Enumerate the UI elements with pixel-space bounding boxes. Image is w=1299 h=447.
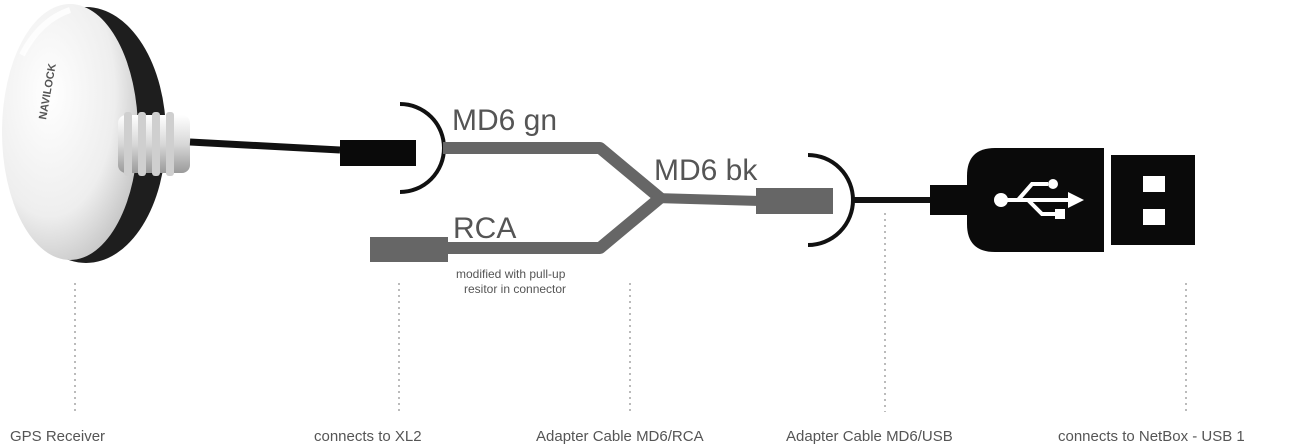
usb-symbol-icon <box>994 179 1084 219</box>
rca-label: RCA <box>453 212 516 245</box>
rca-cable <box>448 193 664 254</box>
rca-note-line2: resitor in connector <box>464 282 566 296</box>
md6-bk-label: MD6 bk <box>654 154 758 187</box>
label-gps-receiver: GPS Receiver <box>10 428 105 445</box>
label-connects-xl2: connects to XL2 <box>314 428 422 445</box>
rca-plug <box>370 237 448 262</box>
usb-tip-hole-top <box>1143 176 1165 192</box>
adapter-md6-rca: MD6 gn MD6 bk RCA modified with pull-up … <box>370 102 833 296</box>
adapter-md6-usb <box>807 148 1195 252</box>
usb-plug-tip <box>1111 155 1195 245</box>
receiver-thread <box>118 112 190 176</box>
rca-note-line1: modified with pull-up <box>456 267 566 281</box>
usb-cable-boot <box>930 185 970 215</box>
label-adapter-md6-usb: Adapter Cable MD6/USB <box>786 428 953 445</box>
receiver-cable <box>189 138 341 154</box>
md6-gn-label: MD6 gn <box>452 104 557 137</box>
receiver-cable-plug <box>340 140 416 166</box>
md6-bk-plug <box>756 188 833 214</box>
md6-gn-cable <box>443 142 664 203</box>
md6-bk-cable <box>654 193 761 206</box>
usb-tip-hole-bottom <box>1143 209 1165 225</box>
label-connects-netbox: connects to NetBox - USB 1 <box>1058 428 1245 445</box>
gps-receiver-image: NAVILOCK <box>2 4 190 263</box>
label-adapter-md6-rca: Adapter Cable MD6/RCA <box>536 428 704 445</box>
